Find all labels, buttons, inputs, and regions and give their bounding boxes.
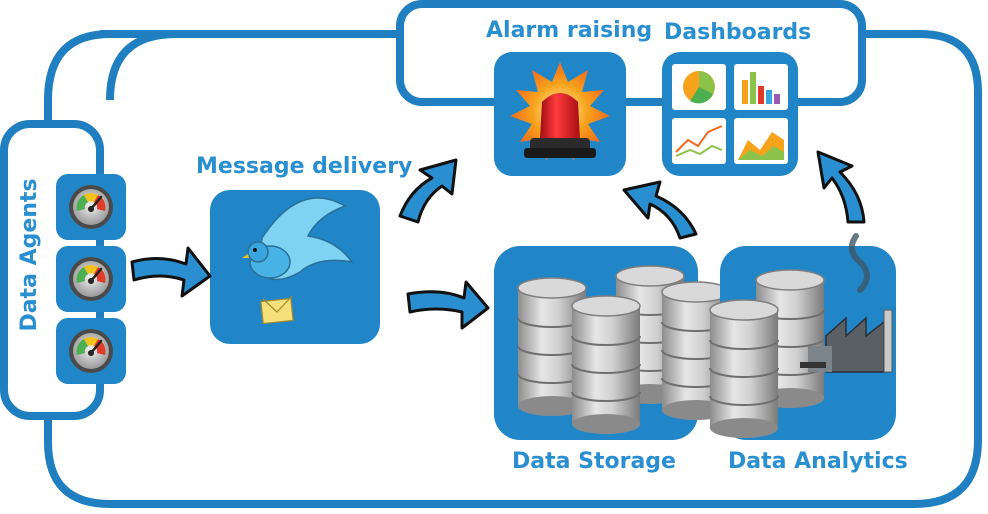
arrow-storage-to-alarm bbox=[622, 180, 698, 240]
arrow-message-to-alarm bbox=[398, 158, 458, 224]
agent-tile-1 bbox=[56, 174, 126, 240]
arrow-analytics-to-dashboards bbox=[816, 150, 866, 224]
database-cylinder bbox=[709, 299, 779, 439]
message-delivery-label: Message delivery bbox=[196, 154, 413, 179]
message-delivery-tile bbox=[210, 190, 380, 344]
arrow-message-to-storage bbox=[406, 280, 490, 330]
data-agents-label: Data Agents bbox=[17, 178, 42, 332]
chart-thumbnails-icon bbox=[672, 64, 788, 164]
gauge-icon bbox=[67, 327, 115, 375]
data-storage-tile bbox=[494, 246, 731, 440]
siren-light-icon bbox=[510, 62, 610, 160]
data-analytics-label: Data Analytics bbox=[728, 449, 908, 474]
factory-icon bbox=[755, 233, 893, 409]
arrow-agents-to-message bbox=[130, 246, 212, 298]
bird-with-envelope-icon bbox=[242, 197, 354, 325]
agent-tile-2 bbox=[56, 246, 126, 312]
alarm-raising-label: Alarm raising bbox=[486, 18, 653, 43]
gauge-icon bbox=[67, 255, 115, 303]
database-cylinders-icon bbox=[517, 265, 731, 435]
data-storage-label: Data Storage bbox=[512, 449, 676, 474]
gauge-icon bbox=[67, 183, 115, 231]
dashboards-tile bbox=[662, 52, 798, 176]
dashboards-label: Dashboards bbox=[664, 20, 812, 45]
alarm-tile bbox=[494, 52, 626, 176]
agent-tile-3 bbox=[56, 318, 126, 384]
